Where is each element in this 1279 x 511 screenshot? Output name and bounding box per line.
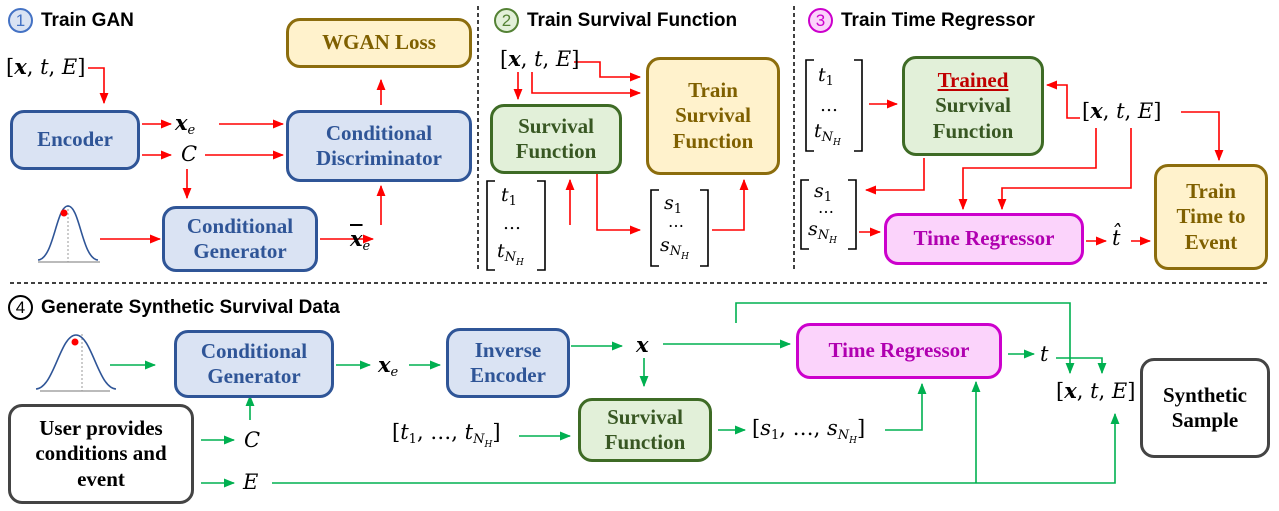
input-xtE-3: [x, t, E] [1082,98,1162,123]
tNH-3: tNH [814,120,841,148]
section-dividers [10,6,1270,284]
section-2-title: Train Survival Function [527,9,738,31]
gaussian-noise-1 [37,205,100,263]
dots-s-2: … [668,212,684,231]
section-3-title: Train Time Regressor [841,9,1035,31]
dots-t-3: … [820,95,838,116]
gaussian-noise-4 [35,334,117,392]
matrix-brackets [486,59,863,271]
dots-t-2: … [503,213,521,234]
time-grid-input-4: [t1, …, tNH] [392,420,501,450]
section-1-number: 1 [8,8,33,33]
time-regressor-box-3: Time Regressor [884,213,1084,265]
section1-arrows [88,67,386,244]
dots-s-3: … [818,198,834,217]
section-3-number: 3 [808,8,833,33]
output-x-4: x [636,332,649,357]
s1-hat-2: s1 [664,192,683,217]
section-2-header: 2 Train Survival Function [494,8,737,33]
section-2-number: 2 [494,8,519,33]
condition-C-4: C [244,428,261,452]
tNH-2: tNH [497,240,524,268]
generated-xe-hat: xe [350,226,371,254]
section-3-header: 3 Train Time Regressor [808,8,1035,33]
survival-values-4: [s1, …, sNH] [752,416,866,446]
input-xtE-1: [x, t, E] [6,54,86,79]
section2-arrows [513,61,749,235]
section-4-number: 4 [8,295,33,320]
encoder-box: Encoder [10,110,140,170]
input-xtE-2: [x, t, E] [500,46,580,71]
latent-xe-1: xe [175,110,196,138]
section3-arrows [859,80,1224,246]
t1-3: t1 [818,64,834,89]
predicted-t-hat: t̂ [1112,226,1121,250]
sNH-hat-2: sNH [660,234,689,262]
section4-arrows [110,302,1120,488]
condition-C-1: C [181,142,198,166]
section-4-title: Generate Synthetic Survival Data [41,296,340,318]
latent-xe-4: xe [378,352,399,380]
sNH-3: sNH [808,218,837,246]
output-t-4: t [1040,342,1049,366]
section-4-header: 4 Generate Synthetic Survival Data [8,295,340,320]
t1-2: t1 [501,184,517,209]
event-E-4: E [243,470,259,494]
output-xtE-4: [x, t, E] [1056,378,1136,403]
section-1-title: Train GAN [41,9,134,31]
s1-3: s1 [814,180,833,205]
time-regressor-box-4: Time Regressor [796,323,1002,379]
wgan-loss-box: WGAN Loss [286,18,472,68]
section-1-header: 1 Train GAN [8,8,134,33]
